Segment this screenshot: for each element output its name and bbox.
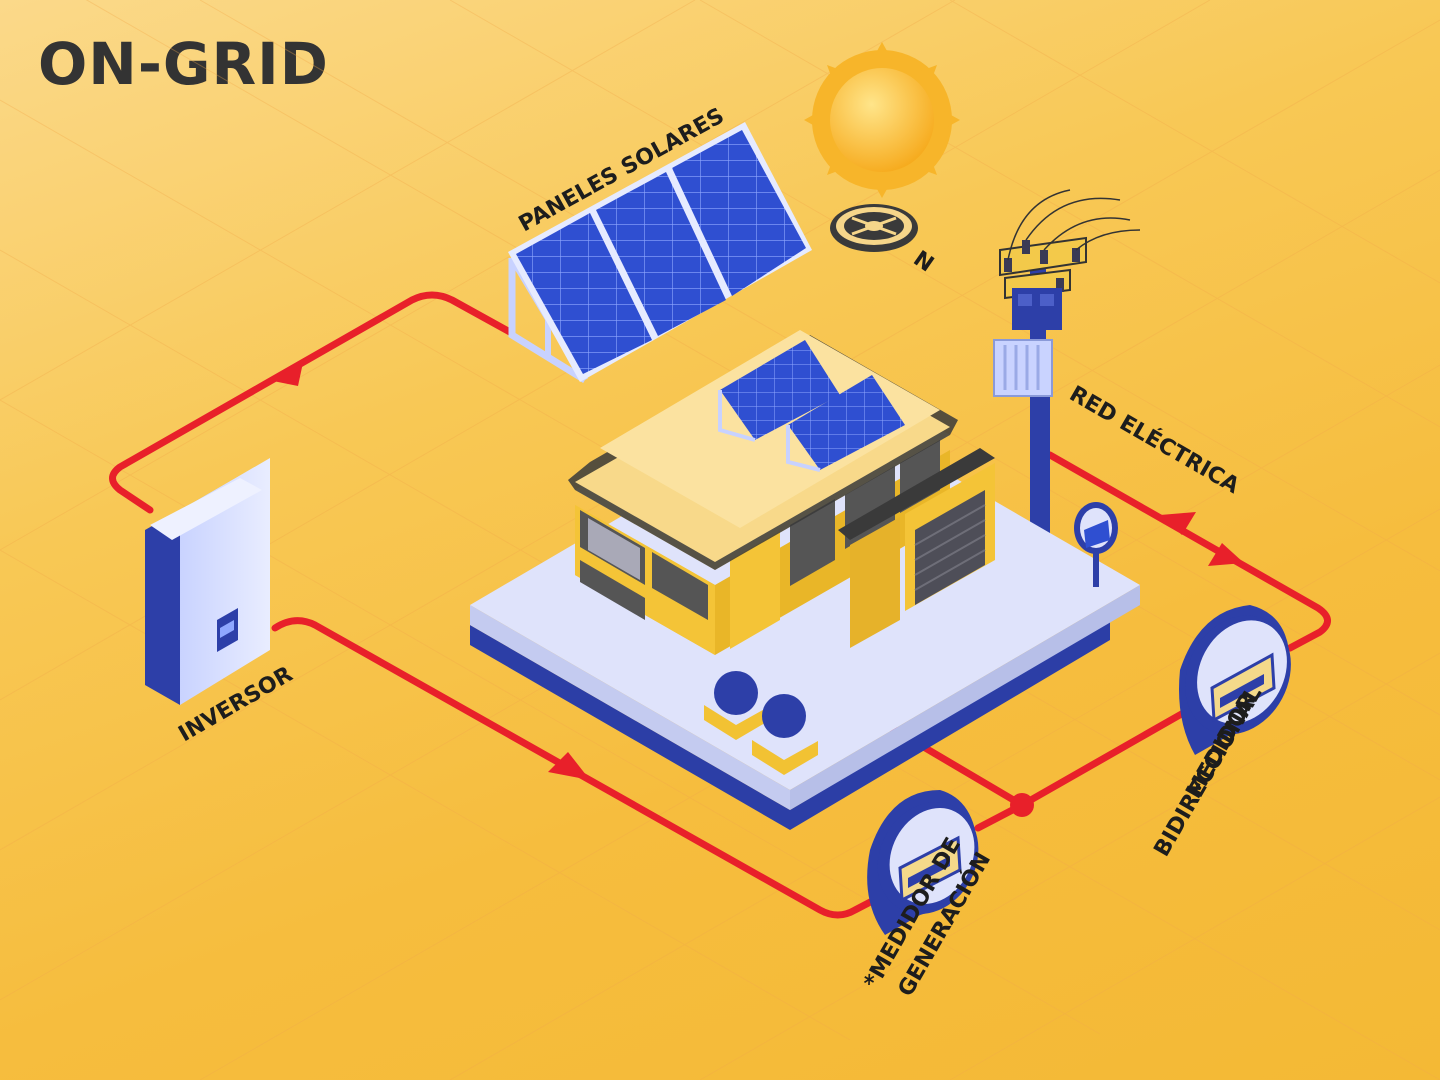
arrow-to-inverter (268, 358, 304, 386)
arrow-to-meter (548, 752, 590, 780)
solar-panel-array (508, 122, 812, 383)
solar-panel-left (516, 213, 652, 374)
arrow-grid-down (1208, 543, 1244, 566)
flow-inverter-to-generation-meter (271, 617, 882, 919)
junction-dot (1010, 793, 1034, 817)
page-title: ON-GRID (38, 30, 329, 98)
bidirectional-meter-icon (1179, 605, 1291, 755)
solar-sign-icon (1074, 502, 1118, 587)
solar-panel-middle (596, 172, 726, 336)
flow-panels-to-inverter (109, 291, 514, 514)
flow-generation-meter-to-bidirectional (974, 708, 1189, 832)
flow-bidirectional-to-grid (1046, 451, 1331, 652)
sun-icon (804, 42, 960, 198)
compass-icon (830, 204, 918, 252)
rooftop-solar-panels (718, 340, 905, 472)
generation-meter-icon (867, 790, 979, 935)
inverter-icon (145, 458, 270, 705)
bushes (704, 671, 818, 775)
compass-north-label: N (909, 246, 938, 277)
arrow-grid-up (1160, 512, 1196, 535)
solar-panel-right (672, 130, 806, 296)
